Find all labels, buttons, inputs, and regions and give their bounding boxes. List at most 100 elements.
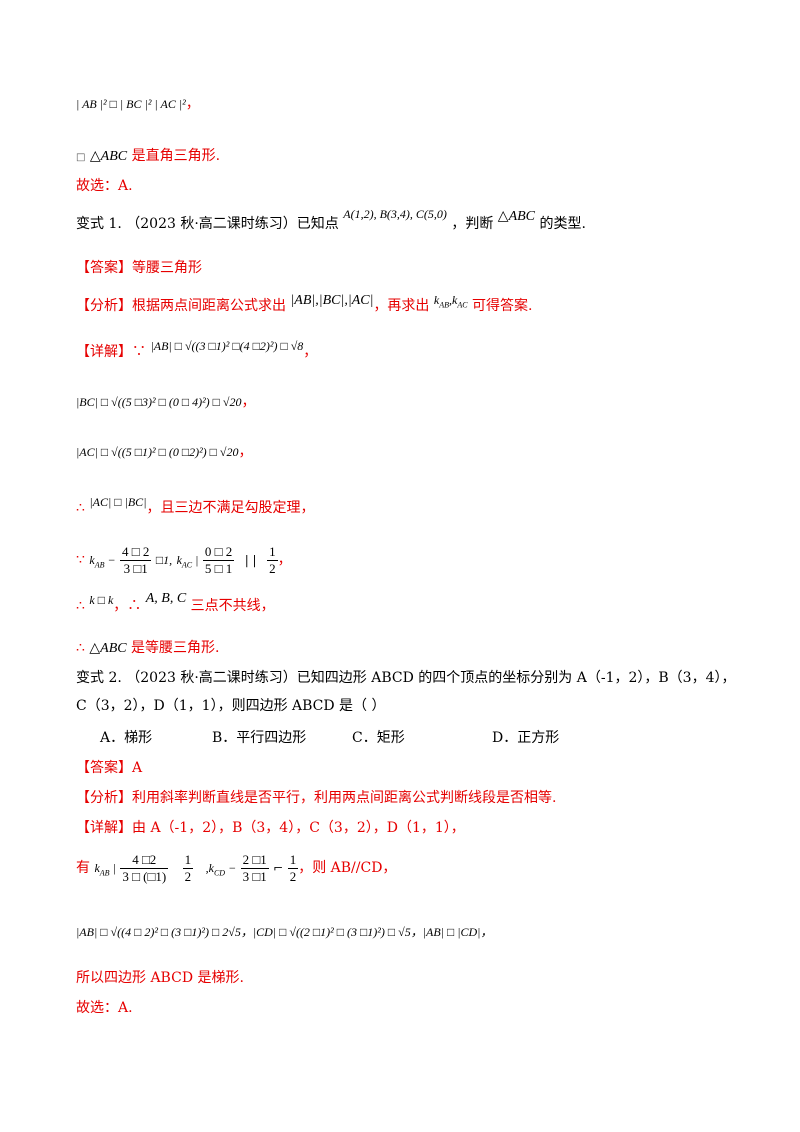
detail-1-ab: 【详解】∵ |AB| □ √((3 □1)² □(4 □2)²) □ √8， <box>76 339 318 362</box>
comma: ， <box>241 394 256 410</box>
answer-value: 等腰三角形 <box>132 260 202 276</box>
variant-source: （2023 秋·高二课时练习）已知点 <box>126 216 339 232</box>
sub-ac: AC <box>181 560 193 570</box>
therefore-text: ，且三边不满足勾股定理， <box>146 500 315 516</box>
detail-1-bc: |BC| □ √((5 □3)² □ (0 □ 4)²) □ √20， <box>76 392 256 412</box>
denominator: 2 <box>289 868 297 884</box>
numerator: 1 <box>287 851 299 869</box>
therefore-isosceles: ∴ △ABC 是等腰三角形. <box>76 638 220 659</box>
analysis-tag: 【分析】 <box>76 790 132 806</box>
k-symbol: k <box>433 293 440 307</box>
denominator: 3 □1 <box>123 560 148 576</box>
k-ac: kAC | <box>176 553 199 570</box>
analysis-text-c: 可得答案. <box>472 298 533 314</box>
option-a: A．梯形 <box>100 730 153 746</box>
detail-2: 【详解】由 A（-1，2），B（3，4），C（3，2），D（1，1）， <box>76 818 465 838</box>
option-b: B．平行四边形 <box>212 730 307 746</box>
analysis-text-b: ，再求出 <box>373 298 430 314</box>
question-end: 的类型. <box>539 216 586 232</box>
denominator: 2 <box>184 868 192 884</box>
ac-eq-bc: |AC| □ |BC| <box>89 495 147 509</box>
kab-neq-kac: k □ k <box>89 593 114 607</box>
answer-choice-2: 故选：A. <box>76 1000 133 1016</box>
analysis-1: 【分析】根据两点间距离公式求出 |AB|,|BC|,|AC|，再求出 kAB,k… <box>76 293 533 321</box>
eq-ab: |AB| □ √((3 □1)² □(4 □2)²) □ √8 <box>150 339 304 353</box>
answer-value: A <box>132 760 143 776</box>
question-mid: ，判断 <box>451 216 494 232</box>
therefore-symbol: ∴ <box>76 598 85 614</box>
comma: ， <box>185 96 200 112</box>
eq-ac: |AC| □ √((5 □1)² □ (0 □2)²) □ √20 <box>76 445 239 459</box>
detail-tag: 【详解】 <box>76 820 132 836</box>
variant-label: 变式 1. <box>76 216 122 232</box>
numerator: 4 □2 <box>120 852 169 869</box>
denominator: 5 □ 1 <box>204 560 233 576</box>
numerator: 1 <box>267 543 278 561</box>
comma: ， <box>277 552 292 568</box>
sub-ab: AB <box>439 300 449 310</box>
detail-1-ac: |AC| □ √((5 □1)² □ (0 □2)²) □ √20， <box>76 442 253 462</box>
therefore-glyph: □ <box>76 152 86 163</box>
comma: ， <box>303 344 318 360</box>
conclusion-trapezoid: 所以四边形 ABCD 是梯形. <box>76 970 244 986</box>
analysis-tag: 【分析】 <box>76 298 132 314</box>
slopes: kAB,kAC <box>433 293 468 310</box>
answer-tag: 【答案】 <box>76 760 132 776</box>
sub-ab: AB <box>94 560 105 570</box>
sub-ac: AC <box>457 300 468 310</box>
distance-equations: |AB| □ √((4 □ 2)² □ (3 □1)²) □ 2√5，|CD| … <box>76 925 493 939</box>
equation-distance-squared: | AB |² □ | BC |² | AC |² <box>76 97 186 111</box>
analysis-text: 利用斜率判断直线是否平行，利用两点间距离公式判断线段是否相等. <box>132 790 557 806</box>
detail-text: 由 A（-1，2），B（3，4），C（3，2），D（1，1）， <box>132 820 465 836</box>
conclusion-right-triangle: □ △ABC 是直角三角形. <box>76 146 220 168</box>
you-text: 有 <box>76 860 90 876</box>
numerator: 1 <box>182 851 194 869</box>
variant-2-question-line2: C（3，2），D（1，1），则四边形 ABCD 是（ ） <box>76 698 386 714</box>
answer-1: 【答案】等腰三角形 <box>76 258 202 278</box>
because-symbol: ∵ <box>76 552 85 568</box>
therefore-symbol: ∴ <box>76 640 85 656</box>
comma: ， <box>238 444 253 460</box>
variant-2-question-line1: 变式 2. （2023 秋·高二课时练习）已知四边形 ABCD 的四个顶点的坐标… <box>76 670 736 686</box>
therefore-text-c: 三点不共线， <box>190 598 275 614</box>
therefore-not-pythagorean: ∴ |AC| □ |BC|，且三边不满足勾股定理， <box>76 495 315 518</box>
k-cd: ,kCD − <box>205 861 237 878</box>
triangle-abc: △ABC <box>89 149 128 164</box>
distance-line-2: |AB| □ √((4 □ 2)² □ (3 □1)²) □ 2√5，|CD| … <box>76 922 492 942</box>
denominator: 2 <box>269 560 276 576</box>
numerator: 0 □ 2 <box>202 543 235 561</box>
eq-bc: |BC| □ √((5 □3)² □ (0 □ 4)²) □ √20 <box>76 395 242 409</box>
denominator: 3 □ (□1) <box>122 868 167 884</box>
conclusion-text: 是等腰三角形. <box>126 640 220 656</box>
detail-tag: 【详解】∵ <box>76 344 146 360</box>
formula-line-1: | AB |² □ | BC |² | AC |²， <box>76 94 200 114</box>
therefore-symbol: ∴ <box>76 500 85 516</box>
conclusion-text: 是直角三角形. <box>127 148 221 164</box>
sub-cd: CD <box>213 868 226 878</box>
k-symbol-2: k <box>452 293 458 307</box>
kab-result: □1, <box>155 553 173 567</box>
analysis-2: 【分析】利用斜率判断直线是否平行，利用两点间距离公式判断线段是否相等. <box>76 788 556 808</box>
therefore-not-collinear: ∴ k □ k，∴ A, B, C 三点不共线， <box>76 591 275 617</box>
denominator: 3 □1 <box>242 868 267 884</box>
answer-choice-1: 故选：A. <box>76 178 133 194</box>
k-symbol: k <box>89 553 95 567</box>
numerator: 2 □1 <box>240 851 269 869</box>
side-lengths: |AB|,|BC|,|AC| <box>290 293 374 308</box>
numerator: 4 □ 2 <box>120 543 152 561</box>
variant-1-question: 变式 1. （2023 秋·高二课时练习）已知点 A(1,2), B(3,4),… <box>76 207 586 235</box>
answer-2: 【答案】A <box>76 758 142 778</box>
analysis-text-a: 根据两点间距离公式求出 <box>132 298 286 314</box>
parallel-conclusion: ，则 AB//CD， <box>298 860 397 876</box>
k-ab-2: kAB | <box>94 861 116 878</box>
triangle-abc: △ABC <box>89 641 127 656</box>
points-expression: A(1,2), B(3,4), C(5,0) <box>343 207 447 221</box>
